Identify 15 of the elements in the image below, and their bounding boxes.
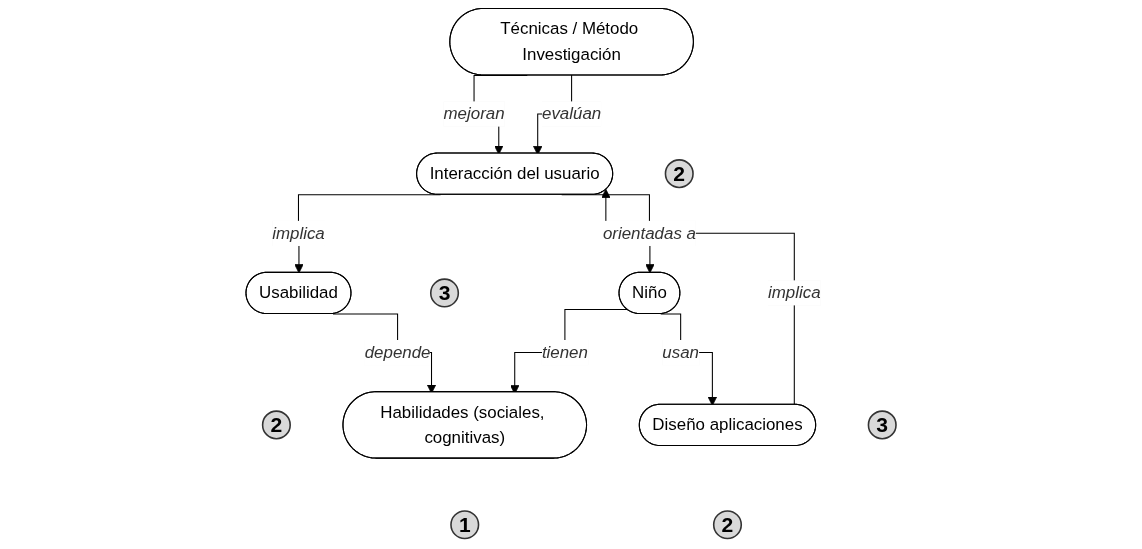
edge-label: implica [272,223,325,242]
edge-label: tienen [541,343,588,362]
node-circle: 3 [429,278,460,308]
edge-label: implica [768,283,821,302]
node-circle: 2 [664,159,694,189]
node-circle: 2 [261,410,291,440]
edge-label: evalúan [542,104,602,123]
edge-label: orientadas a [602,223,696,242]
edge-label: mejoran [443,104,505,123]
node-circle: 1 [450,510,480,540]
node-circle: 2 [712,510,743,540]
edge-label: usan [662,343,699,362]
edge-label: depende [364,343,431,362]
node-circle: 3 [867,410,897,440]
arrow [660,313,717,406]
